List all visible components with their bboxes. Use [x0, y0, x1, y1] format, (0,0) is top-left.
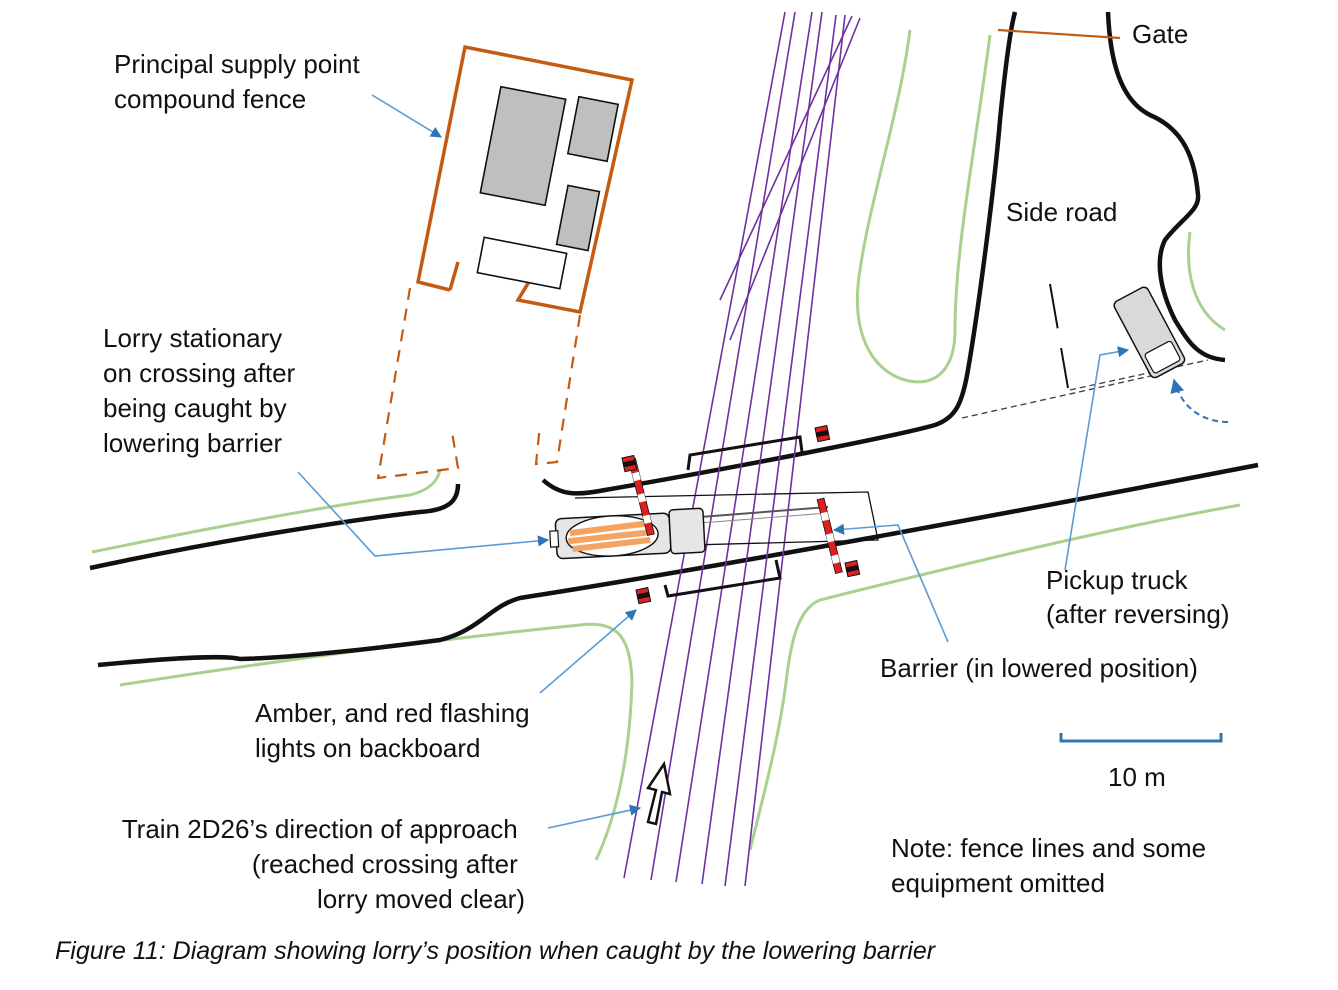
train-direction-arrow — [645, 760, 672, 826]
label-lorry-line-1: Lorry stationary — [103, 323, 282, 353]
leader-pickup — [1064, 346, 1130, 571]
pickup-cab — [1144, 340, 1181, 374]
compound-fence — [415, 44, 635, 315]
building-white — [476, 236, 568, 290]
label-scale: 10 m — [1108, 762, 1166, 792]
label-train-line-3: lorry moved clear) — [317, 884, 525, 914]
gate-line — [997, 28, 1121, 40]
label-compound-line-1: Principal supply point — [114, 49, 360, 79]
label-note-line-1: Note: fence lines and some — [891, 833, 1206, 863]
pickup-path-line-1 — [961, 374, 1156, 419]
compound-fence-dashed — [376, 287, 582, 480]
side-road-marker — [1049, 283, 1069, 389]
barrier-west-white-3 — [642, 514, 652, 524]
barrier-arm-east — [816, 497, 843, 575]
leader-train — [547, 804, 642, 829]
barrier-west-white-2 — [637, 493, 647, 503]
fence-solid-left — [415, 44, 635, 315]
deck-south — [663, 559, 782, 598]
building-large — [479, 85, 567, 207]
road-edges — [89, 11, 1259, 668]
leader-lines — [297, 94, 1130, 829]
fence-solid-gap — [448, 261, 460, 291]
label-lights: Amber, and red flashing lights on backbo… — [255, 698, 537, 763]
label-train: Train 2D26’s direction of approach (reac… — [122, 814, 525, 914]
label-barrier: Barrier (in lowered position) — [880, 653, 1198, 683]
label-note-line-2: equipment omitted — [891, 868, 1105, 898]
leader-compound — [371, 94, 442, 138]
compound-buildings — [476, 85, 620, 290]
label-lights-line-1: Amber, and red flashing — [255, 698, 530, 728]
track-rail-5 — [724, 14, 837, 887]
label-train-line-2: (reached crossing after — [252, 849, 518, 879]
verge-left-top — [91, 469, 442, 554]
lorry-drum-stripes — [568, 519, 655, 552]
pickup-path-line-2 — [1069, 359, 1209, 391]
label-compound-fence: Principal supply point compound fence — [114, 49, 367, 114]
pickup-reverse-arrow — [1170, 378, 1229, 423]
leader-lorry — [297, 471, 550, 557]
label-lorry-line-3: being caught by — [103, 393, 287, 423]
fence-dashed-right — [534, 314, 582, 466]
lorry-rear — [549, 530, 560, 548]
side-road-edge-east — [1105, 11, 1226, 363]
track-rail-2 — [650, 11, 796, 881]
track-rail-7 — [729, 17, 861, 341]
road-edge-north-left — [89, 483, 461, 571]
label-pickup-line-1: Pickup truck — [1046, 565, 1189, 595]
track-rail-6 — [744, 14, 846, 887]
road-edge-north-right — [541, 11, 1018, 496]
label-lights-line-2: lights on backboard — [255, 733, 480, 763]
barrier-boom-rail — [699, 506, 829, 518]
barrier-boom-east — [574, 491, 879, 549]
label-lorry-line-2: on crossing after — [103, 358, 296, 388]
barrier-east-white-1 — [820, 511, 830, 522]
verge-left-bottom — [119, 622, 634, 861]
label-gate: Gate — [1132, 19, 1188, 49]
lights-se — [844, 559, 861, 578]
lights-nw — [621, 454, 638, 473]
pickup-path — [961, 359, 1209, 419]
track-rail-1 — [623, 11, 786, 879]
leader-lights — [539, 609, 637, 694]
barrier-east-white-3 — [831, 554, 840, 564]
building-top-right — [566, 95, 620, 163]
crossing-deck — [663, 435, 804, 598]
barrier-boom-outline — [574, 491, 879, 549]
fence-dashed-left — [376, 287, 460, 480]
verge-lines — [91, 29, 1241, 861]
lorry — [549, 507, 706, 560]
barrier-west-white-1 — [632, 471, 641, 482]
lights-sw — [635, 586, 652, 605]
barrier-boom-rail-2 — [699, 512, 829, 524]
barrier-east-white-2 — [825, 533, 835, 543]
label-side-road: Side road — [1006, 197, 1117, 227]
label-lorry: Lorry stationary on crossing after being… — [103, 323, 302, 458]
road-edge-south — [97, 462, 1259, 668]
label-note: Note: fence lines and some equipment omi… — [891, 833, 1213, 898]
lights-ne — [814, 424, 831, 443]
label-pickup: Pickup truck (after reversing) — [1046, 565, 1230, 629]
scale-bar — [1059, 733, 1223, 743]
label-pickup-line-2: (after reversing) — [1046, 599, 1230, 629]
label-lorry-line-4: lowering barrier — [103, 428, 283, 458]
track-rail-8 — [719, 15, 853, 301]
deck-north — [686, 435, 804, 471]
figure-caption: Figure 11: Diagram showing lorry’s posit… — [55, 937, 937, 965]
label-train-line-1: Train 2D26’s direction of approach — [122, 814, 518, 844]
pickup-truck — [1113, 286, 1186, 379]
verge-mid-top — [855, 29, 992, 384]
verge-right-bottom — [748, 503, 1241, 851]
leader-barrier — [832, 523, 949, 643]
label-compound-line-2: compound fence — [114, 84, 306, 114]
barrier-arm-west — [628, 457, 655, 537]
verge-right-top — [1187, 231, 1226, 332]
lorry-cab — [668, 507, 706, 555]
building-mid-right — [555, 184, 601, 252]
track-rail-4 — [701, 11, 823, 885]
warning-lights — [621, 424, 861, 605]
